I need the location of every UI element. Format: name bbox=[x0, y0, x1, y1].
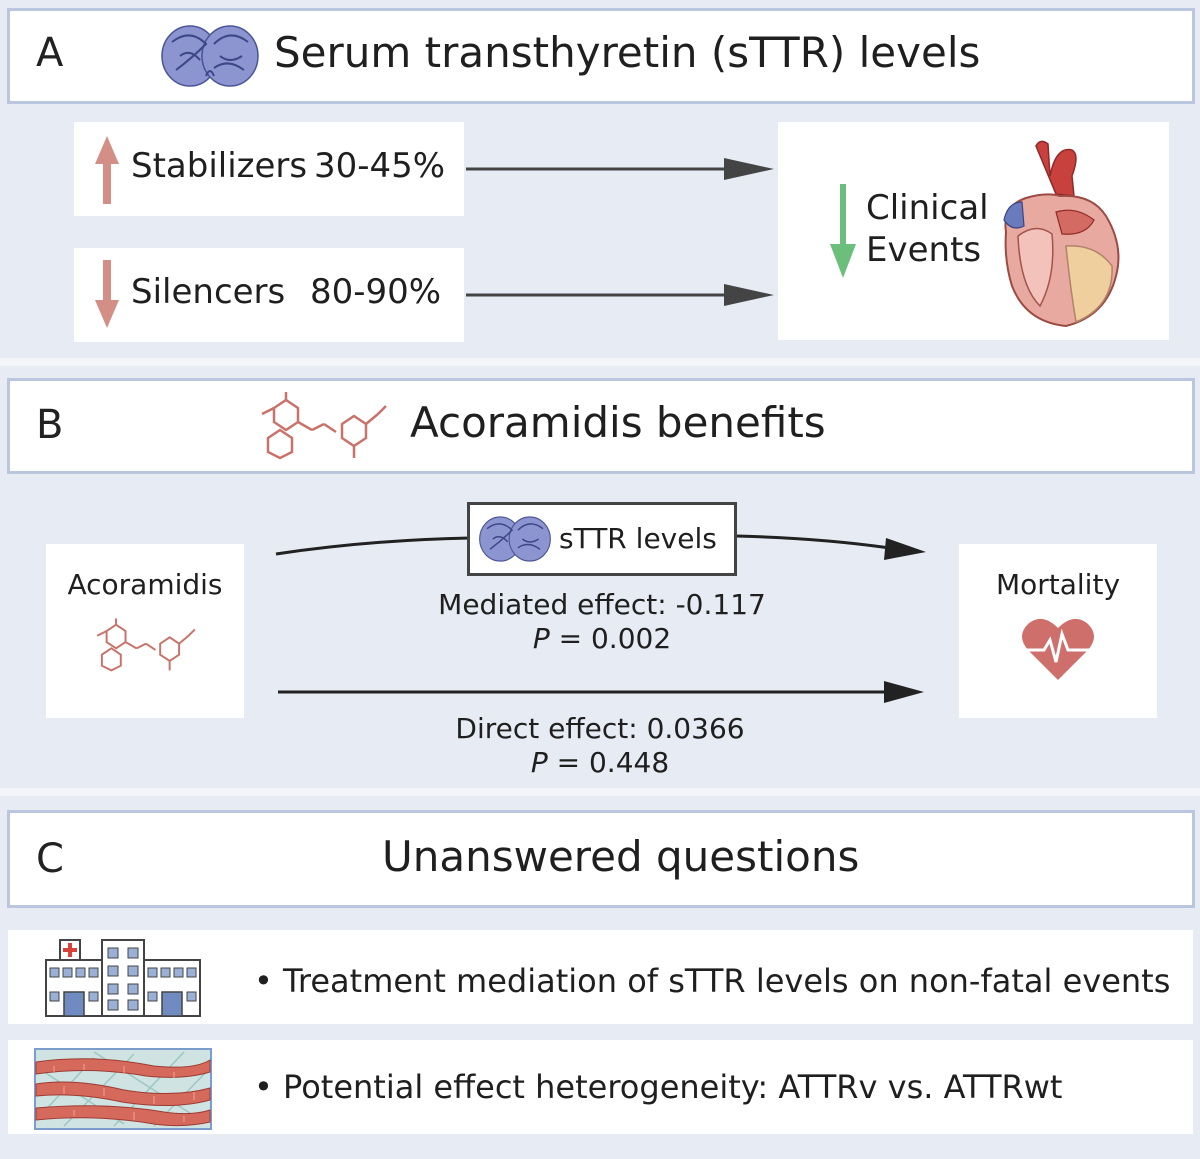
silencers-label: Silencers bbox=[131, 272, 286, 312]
question-row-1 bbox=[8, 930, 1193, 1024]
direct-p-number: = 0.448 bbox=[547, 746, 670, 779]
panel-a-letter: A bbox=[36, 30, 64, 76]
acoramidis-card bbox=[46, 544, 244, 718]
stabilizers-card bbox=[74, 122, 464, 216]
heart-anatomy-icon bbox=[1003, 140, 1120, 328]
silencers-arrow bbox=[466, 284, 774, 306]
clinical-events-line2: Events bbox=[866, 230, 982, 270]
down-green-arrow-icon bbox=[830, 184, 856, 278]
mediated-p-symbol: P bbox=[532, 622, 550, 655]
clinical-events-line1: Clinical bbox=[866, 188, 989, 228]
mediated-p-number: = 0.002 bbox=[549, 622, 672, 655]
mediated-effect-text: Mediated effect: -0.117 bbox=[438, 588, 766, 621]
stabilizers-label: Stabilizers bbox=[131, 146, 308, 186]
molecule-icon bbox=[261, 392, 387, 460]
stabilizers-arrow bbox=[466, 158, 774, 180]
panel-b-header bbox=[7, 378, 1195, 474]
panel-b-title: Acoramidis benefits bbox=[410, 398, 826, 447]
acoramidis-label: Acoramidis bbox=[67, 568, 223, 601]
mediated-p-value: P = 0.002 bbox=[402, 622, 802, 655]
direct-effect-text: Direct effect: 0.0366 bbox=[455, 712, 745, 745]
stabilizers-value: 30-45% bbox=[314, 146, 446, 186]
panel-b-letter: B bbox=[36, 402, 64, 448]
hospital-icon bbox=[45, 939, 201, 1017]
panel-c-letter: C bbox=[36, 836, 64, 882]
panel-c-title: Unanswered questions bbox=[382, 832, 860, 881]
down-arrow-icon bbox=[95, 260, 119, 328]
panel-c-header bbox=[7, 810, 1195, 908]
heartbeat-icon bbox=[1022, 618, 1094, 680]
mortality-label: Mortality bbox=[995, 568, 1121, 601]
molecule-small-icon bbox=[96, 618, 196, 672]
divider-a-b bbox=[0, 358, 1200, 366]
question-text-1: • Treatment mediation of sTTR levels on … bbox=[254, 962, 1171, 1000]
direct-p-symbol: P bbox=[530, 746, 548, 779]
ttr-protein-small-icon bbox=[479, 516, 551, 562]
direct-path-arrow bbox=[278, 681, 924, 703]
up-arrow-icon bbox=[95, 136, 119, 204]
panel-a-title: Serum transthyretin (sTTR) levels bbox=[274, 28, 981, 77]
ttr-protein-icon bbox=[161, 25, 259, 87]
direct-p-value: P = 0.448 bbox=[400, 746, 800, 779]
silencers-card bbox=[74, 248, 464, 342]
muscle-tissue-icon bbox=[34, 1048, 212, 1130]
question-text-2: • Potential effect heterogeneity: ATTRv … bbox=[254, 1068, 1063, 1106]
silencers-value: 80-90% bbox=[310, 272, 442, 312]
divider-b-c bbox=[0, 788, 1200, 796]
sttr-levels-label: sTTR levels bbox=[559, 522, 717, 555]
